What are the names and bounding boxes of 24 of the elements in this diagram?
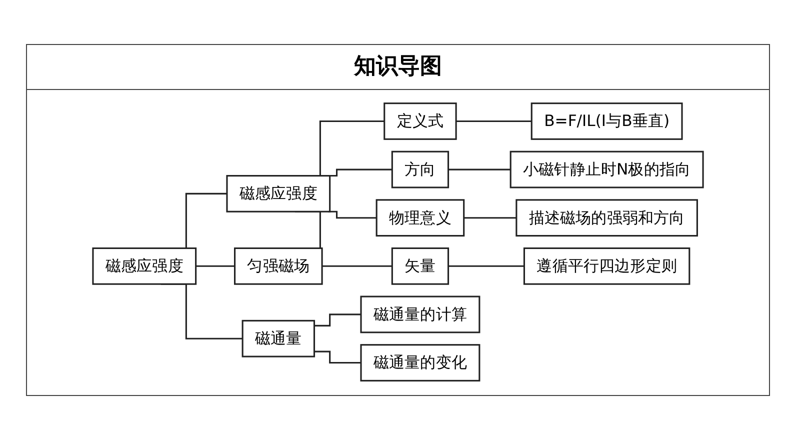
node-box: 方向 [391,150,450,188]
node-box: 磁通量的变化 [360,344,480,382]
connector [314,350,361,364]
node-box: 匀强磁场 [234,247,323,285]
connector [448,265,524,267]
connector [456,120,532,122]
node-box: 遵循平行四边形定则 [523,247,690,285]
node-box: 定义式 [384,102,457,140]
node-box: 磁感应强度 [226,175,331,212]
node-box: B=F/IL(I与B垂直) [530,102,683,140]
connector [196,265,235,267]
node-box: 小磁针静止时N极的指向 [510,150,704,188]
connector [328,210,377,219]
node-box: 物理意义 [376,199,465,237]
node-box: 矢量 [391,247,450,285]
connector [448,168,511,170]
connector [314,314,361,326]
node-box: 磁感应强度 [92,247,197,285]
connector [464,217,516,219]
node-box: 描述磁场的强弱和方向 [516,199,698,237]
node-box: 磁通量的计算 [360,296,480,334]
connector [328,168,392,177]
node-box: 磁通量 [242,320,316,358]
title: 知识导图 [27,45,769,90]
